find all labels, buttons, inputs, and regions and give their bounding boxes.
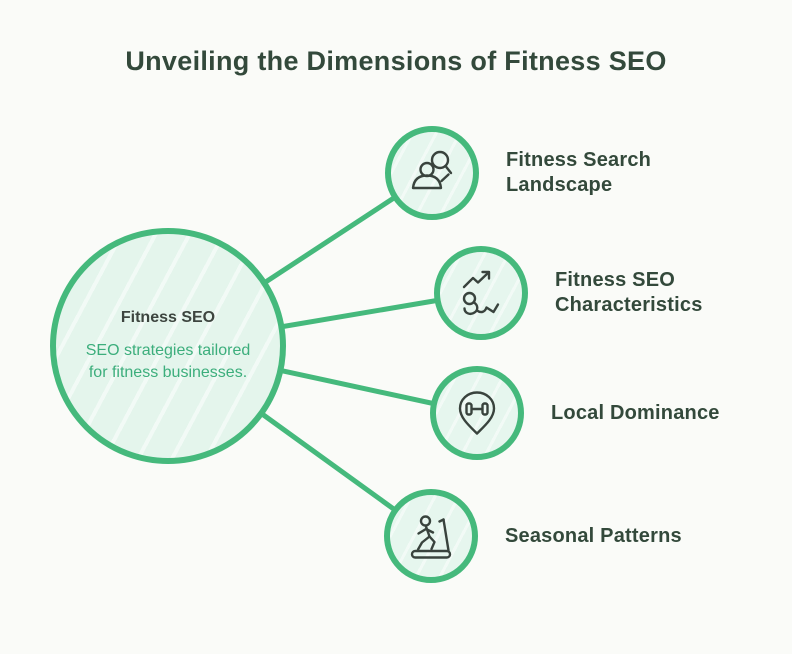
node-local-dominance: Local Dominance [430, 366, 741, 460]
person-search-icon [411, 150, 453, 190]
node-circle [434, 246, 528, 340]
central-node-fitness-seo: Fitness SEO SEO strategies tailored for … [50, 228, 286, 464]
node-label: Seasonal Patterns [505, 524, 682, 547]
node-seasonal-patterns: Seasonal Patterns [384, 489, 695, 583]
location-pin-dumbbell-icon [458, 391, 496, 435]
node-label: Fitness Search Landscape [506, 149, 652, 196]
node-circle [430, 366, 524, 460]
node-fitness-seo-characteristics: Fitness SEO Characteristics [434, 246, 745, 340]
node-circle [385, 126, 479, 220]
crunch-growth-arrow-icon [462, 270, 500, 315]
node-circle [384, 489, 478, 583]
node-fitness-search-landscape: Fitness Search Landscape [385, 126, 696, 220]
central-node-subtitle: SEO strategies tailored for fitness busi… [85, 341, 251, 381]
node-label: Local Dominance [551, 401, 720, 424]
treadmill-runner-icon [410, 515, 452, 559]
page-title: Unveiling the Dimensions of Fitness SEO [125, 46, 667, 76]
central-node-title: Fitness SEO [120, 308, 216, 326]
node-label: Fitness SEO Characteristics [555, 269, 703, 316]
